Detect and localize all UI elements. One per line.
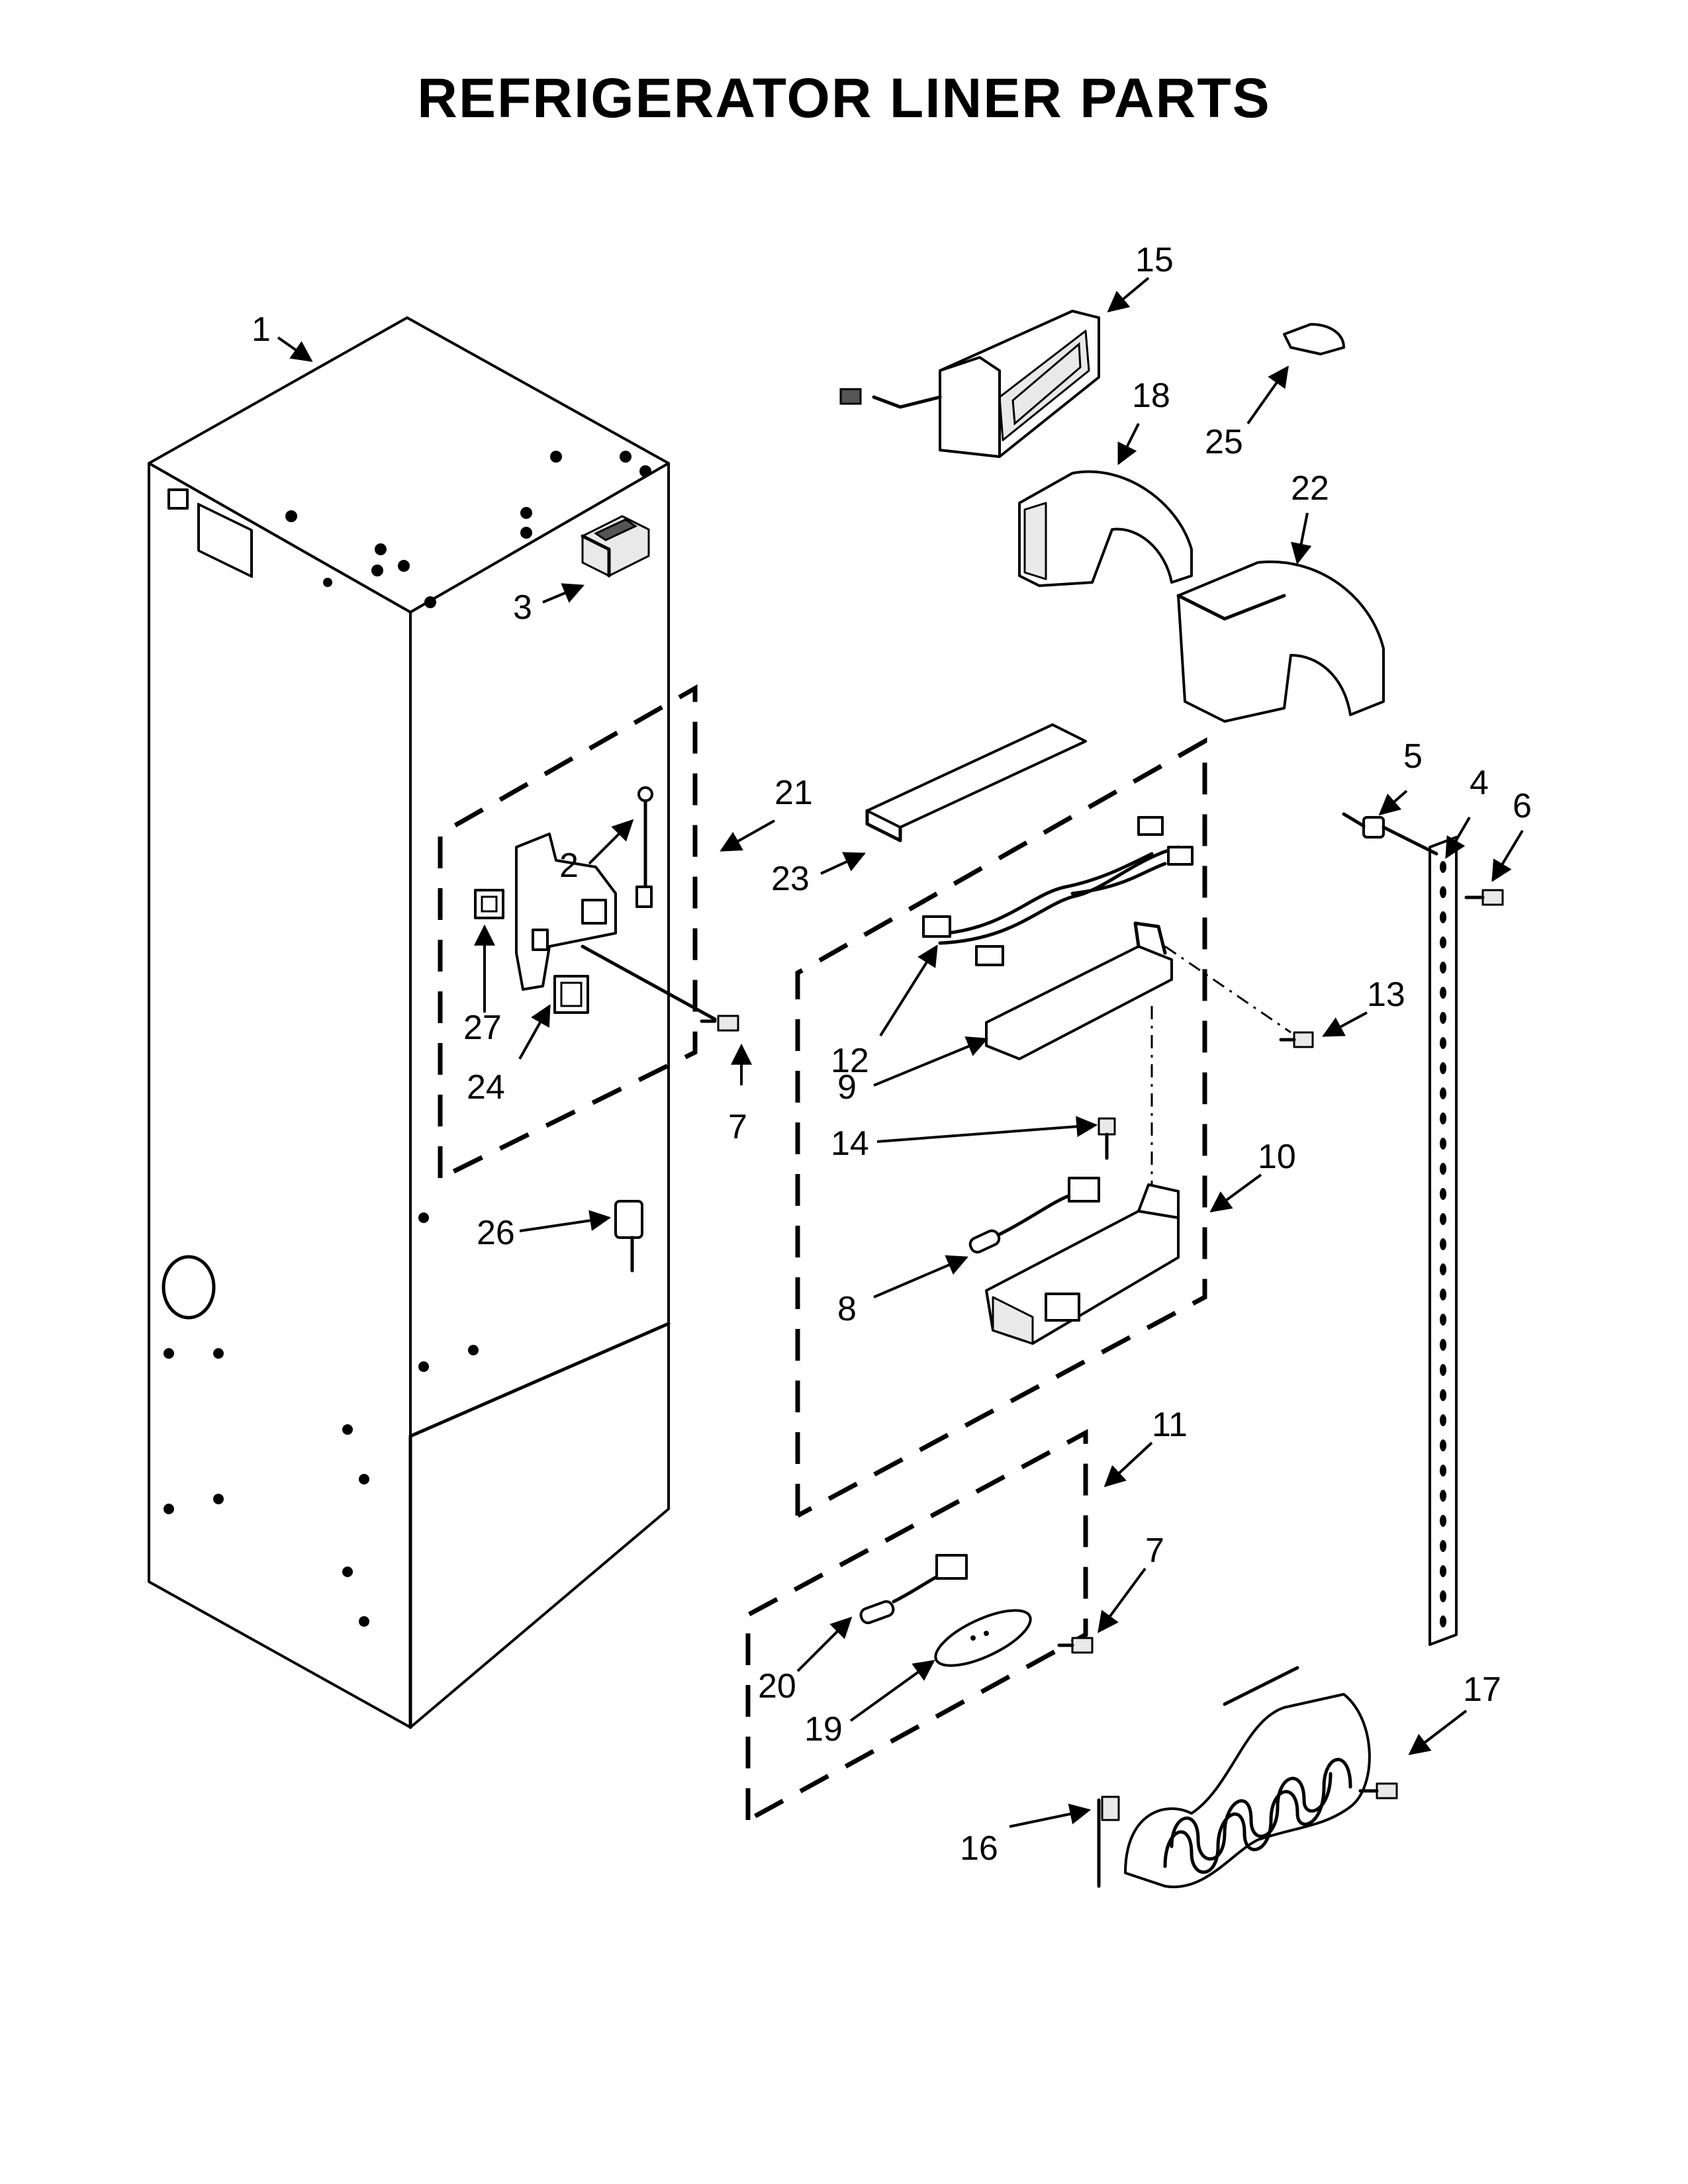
part-27-bracket [474, 833, 617, 991]
callout-20: 20 [758, 1667, 796, 1706]
rail-leader-line [1382, 825, 1438, 856]
part-19-light [934, 1609, 1032, 1667]
rail-slot [1440, 1439, 1446, 1451]
part-24-gasket [553, 975, 589, 1014]
alignment-line-13 [1164, 945, 1291, 1034]
rail-slot [1440, 1590, 1446, 1602]
part-4-rail [1429, 836, 1458, 1646]
part-22-duct-cover [1176, 560, 1385, 723]
callout-6: 6 [1513, 787, 1532, 825]
part-12-harness [922, 816, 1194, 966]
callout-22: 22 [1291, 469, 1329, 508]
callout-16: 16 [960, 1829, 998, 1868]
part-20-sensor [859, 1554, 968, 1625]
callout-9: 9 [837, 1068, 857, 1107]
rail-slot [1440, 1163, 1446, 1175]
part-13-screw [1279, 1031, 1314, 1048]
part-16-evaporator [1097, 1666, 1371, 1889]
callout-4: 4 [1470, 764, 1489, 802]
group-10-boundary [795, 737, 1207, 1518]
part-5-clip [1342, 812, 1385, 839]
rail-slot [1440, 1515, 1446, 1527]
rail-slot [1440, 1289, 1446, 1300]
part-10-housing [985, 1183, 1180, 1345]
part-17-screw [1358, 1782, 1398, 1799]
part-23-strip [865, 723, 1087, 842]
part-1-liner-cabinet [148, 316, 671, 1729]
rail-slot [1440, 1263, 1446, 1275]
part-18-duct [1018, 470, 1193, 587]
rail-slot [1440, 886, 1446, 898]
page-title: REFRIGERATOR LINER PARTS [417, 67, 1271, 129]
part-26-sensor [614, 1200, 643, 1273]
rail-slot [1440, 1490, 1446, 1502]
rail-slot [1440, 962, 1446, 974]
callout-5: 5 [1403, 737, 1423, 776]
part-6-screw [1464, 889, 1504, 906]
callout-labels: 1 2 3 4 5 6 7 7 8 9 10 11 12 13 14 15 16… [252, 241, 1532, 1868]
group-21-boundary [438, 684, 698, 1181]
rail-slot [1440, 1188, 1446, 1200]
callout-leaders [277, 277, 1524, 1828]
callout-12: 12 [831, 1042, 869, 1080]
rail-slot [1440, 1414, 1446, 1426]
rail-slot [1440, 1037, 1446, 1049]
callout-27: 27 [463, 1009, 502, 1047]
callout-2: 2 [559, 846, 579, 885]
part-2-thermistor [635, 786, 653, 908]
callout-1: 1 [252, 310, 271, 349]
callout-13: 13 [1367, 976, 1405, 1014]
rail-slot [1440, 1062, 1446, 1074]
callout-11: 11 [1152, 1406, 1188, 1444]
rail-slot [1440, 1238, 1446, 1250]
rail-slot [1440, 987, 1446, 999]
part-7-screw-lower [1057, 1637, 1094, 1654]
callout-25: 25 [1205, 423, 1243, 461]
rail-slot [1440, 1565, 1446, 1577]
rail-slot [1440, 936, 1446, 948]
rail-slot [1440, 911, 1446, 923]
callout-7b: 7 [1145, 1531, 1164, 1570]
rail-slot [1440, 1364, 1446, 1376]
screw-leader-line [581, 944, 717, 1021]
part-14-screw [1098, 1117, 1116, 1160]
rail-slot [1440, 1615, 1446, 1627]
rail-slot [1440, 1339, 1446, 1351]
rail-slot [1440, 1012, 1446, 1024]
rail-slot [1440, 1113, 1446, 1124]
part-9-cover [985, 921, 1173, 1060]
callout-21: 21 [774, 774, 813, 812]
callout-23: 23 [771, 860, 810, 898]
rail-slot [1440, 1213, 1446, 1225]
callout-7a: 7 [728, 1108, 747, 1146]
callout-24: 24 [467, 1068, 505, 1107]
callout-19: 19 [804, 1710, 843, 1749]
callout-26: 26 [477, 1214, 515, 1252]
part-8-thermistor [968, 1177, 1100, 1253]
part-25-clip [1283, 323, 1345, 355]
rail-slot [1440, 1465, 1446, 1477]
callout-15: 15 [1135, 241, 1174, 279]
callout-3: 3 [513, 588, 532, 627]
callout-17: 17 [1463, 1670, 1501, 1709]
part-3-top-module [581, 515, 650, 578]
rail-slot [1440, 1087, 1446, 1099]
part-7-screw-upper [700, 1015, 739, 1032]
rail-slot [1440, 1389, 1446, 1401]
callout-8: 8 [837, 1290, 857, 1328]
rail-slot [1440, 1540, 1446, 1552]
callout-18: 18 [1132, 377, 1170, 415]
group-11-boundary [745, 1429, 1088, 1823]
callout-10: 10 [1258, 1138, 1296, 1176]
rail-slot [1440, 861, 1446, 873]
part-15-housing [839, 310, 1100, 458]
rail-slot [1440, 1314, 1446, 1326]
rail-slot [1440, 1138, 1446, 1150]
callout-14: 14 [831, 1124, 869, 1163]
